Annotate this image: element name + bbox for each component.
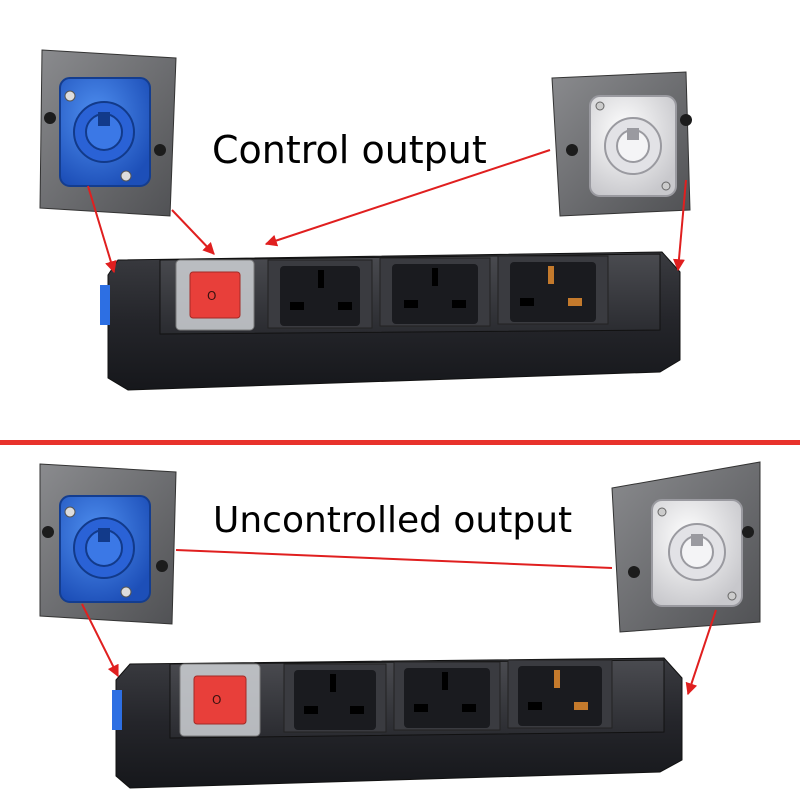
arrow-input-to-switch: [171, 209, 215, 255]
caption-control-output: Control output: [212, 128, 487, 172]
power-switch: O: [179, 663, 261, 737]
outlet-2: [393, 661, 501, 731]
outlet-1: [283, 663, 387, 733]
arrow-output-to-switch: [264, 149, 551, 247]
arrow-input-to-strip: [81, 603, 119, 678]
outlet-3: [497, 255, 609, 325]
arrow-input-to-strip: [87, 185, 117, 274]
blue-powercon-icon: [39, 463, 177, 625]
uncontrolled-output-panel: O: [0, 400, 800, 800]
connector-line-blue-to-white: [175, 549, 613, 569]
power-strip: O: [100, 251, 681, 391]
svg-text:O: O: [207, 289, 216, 303]
svg-text:O: O: [212, 693, 221, 707]
white-powercon-icon: [551, 71, 692, 217]
outlet-2: [379, 257, 491, 327]
power-switch: O: [175, 259, 255, 331]
blue-powercon-icon: [39, 49, 177, 217]
outlet-3: [507, 659, 613, 729]
caption-uncontrolled-output: Uncontrolled output: [213, 500, 573, 541]
power-strip: O: [112, 657, 683, 789]
arrow-output-to-strip: [672, 179, 687, 272]
white-powercon-icon: [611, 461, 761, 633]
control-output-panel: O: [39, 49, 692, 391]
red-divider: [0, 440, 800, 445]
arrow-output-to-strip: [685, 609, 717, 696]
outlet-1: [267, 259, 373, 329]
